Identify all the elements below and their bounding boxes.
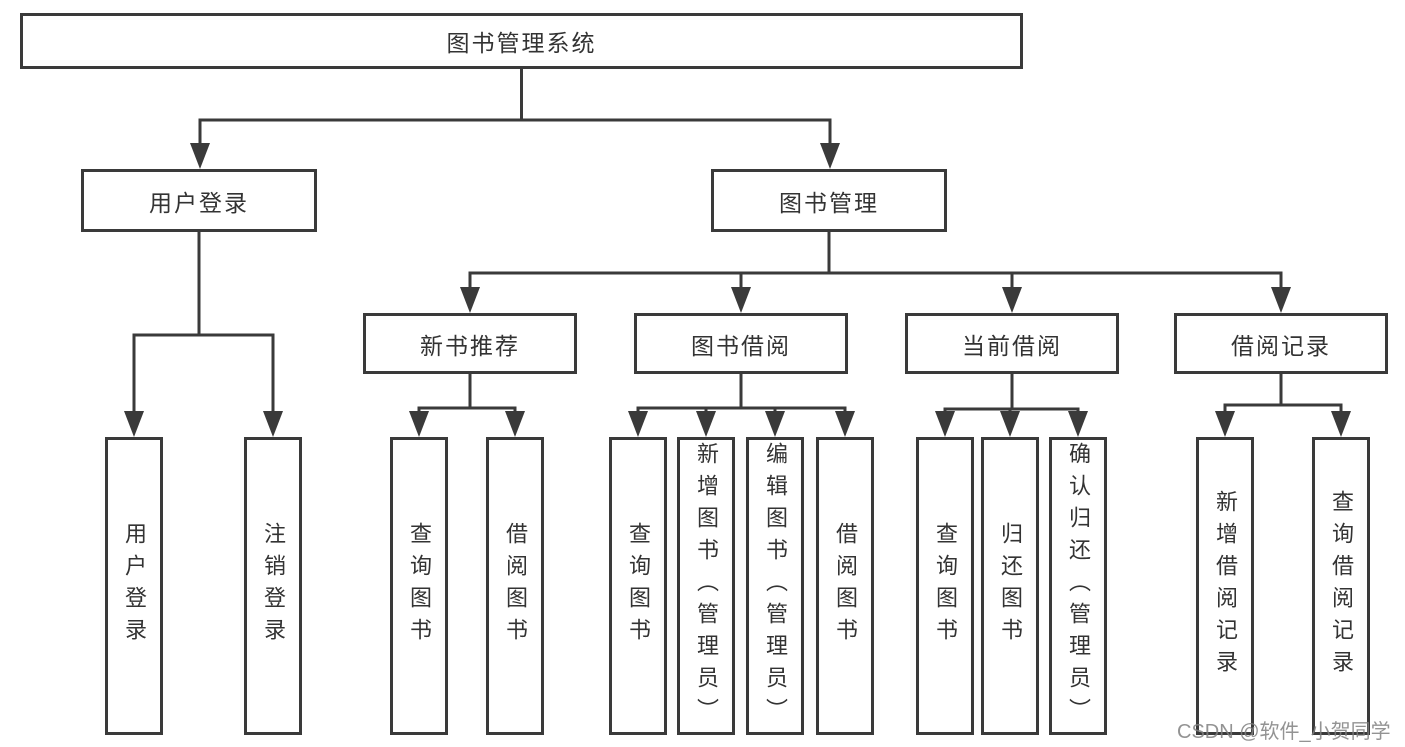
leaf-user-login: 用户登录 [105,437,163,735]
leaf-query-books-recommend: 查询图书 [390,437,448,735]
leaf-borrow-books: 借阅图书 [816,437,874,735]
node-library-management-system: 图书管理系统 [20,13,1023,69]
leaf-confirm-return-admin: 确认归还（管理员） [1049,437,1107,735]
csdn-watermark: CSDN @软件_小贺同学 [1177,721,1391,743]
leaf-edit-book-admin: 编辑图书（管理员） [746,437,804,735]
leaf-query-books-current: 查询图书 [916,437,974,735]
leaf-return-book: 归还图书 [981,437,1039,735]
leaf-add-book-admin: 新增图书（管理员） [677,437,735,735]
leaf-borrow-books-recommend: 借阅图书 [486,437,544,735]
node-book-borrow: 图书借阅 [634,313,848,374]
node-current-borrow: 当前借阅 [905,313,1119,374]
node-book-management-branch: 图书管理 [711,169,947,232]
node-user-login-branch: 用户登录 [81,169,317,232]
node-new-book-recommend: 新书推荐 [363,313,577,374]
node-borrow-records: 借阅记录 [1174,313,1388,374]
leaf-query-books-borrow: 查询图书 [609,437,667,735]
leaf-query-borrow-record: 查询借阅记录 [1312,437,1370,735]
leaf-add-borrow-record: 新增借阅记录 [1196,437,1254,735]
leaf-logout: 注销登录 [244,437,302,735]
